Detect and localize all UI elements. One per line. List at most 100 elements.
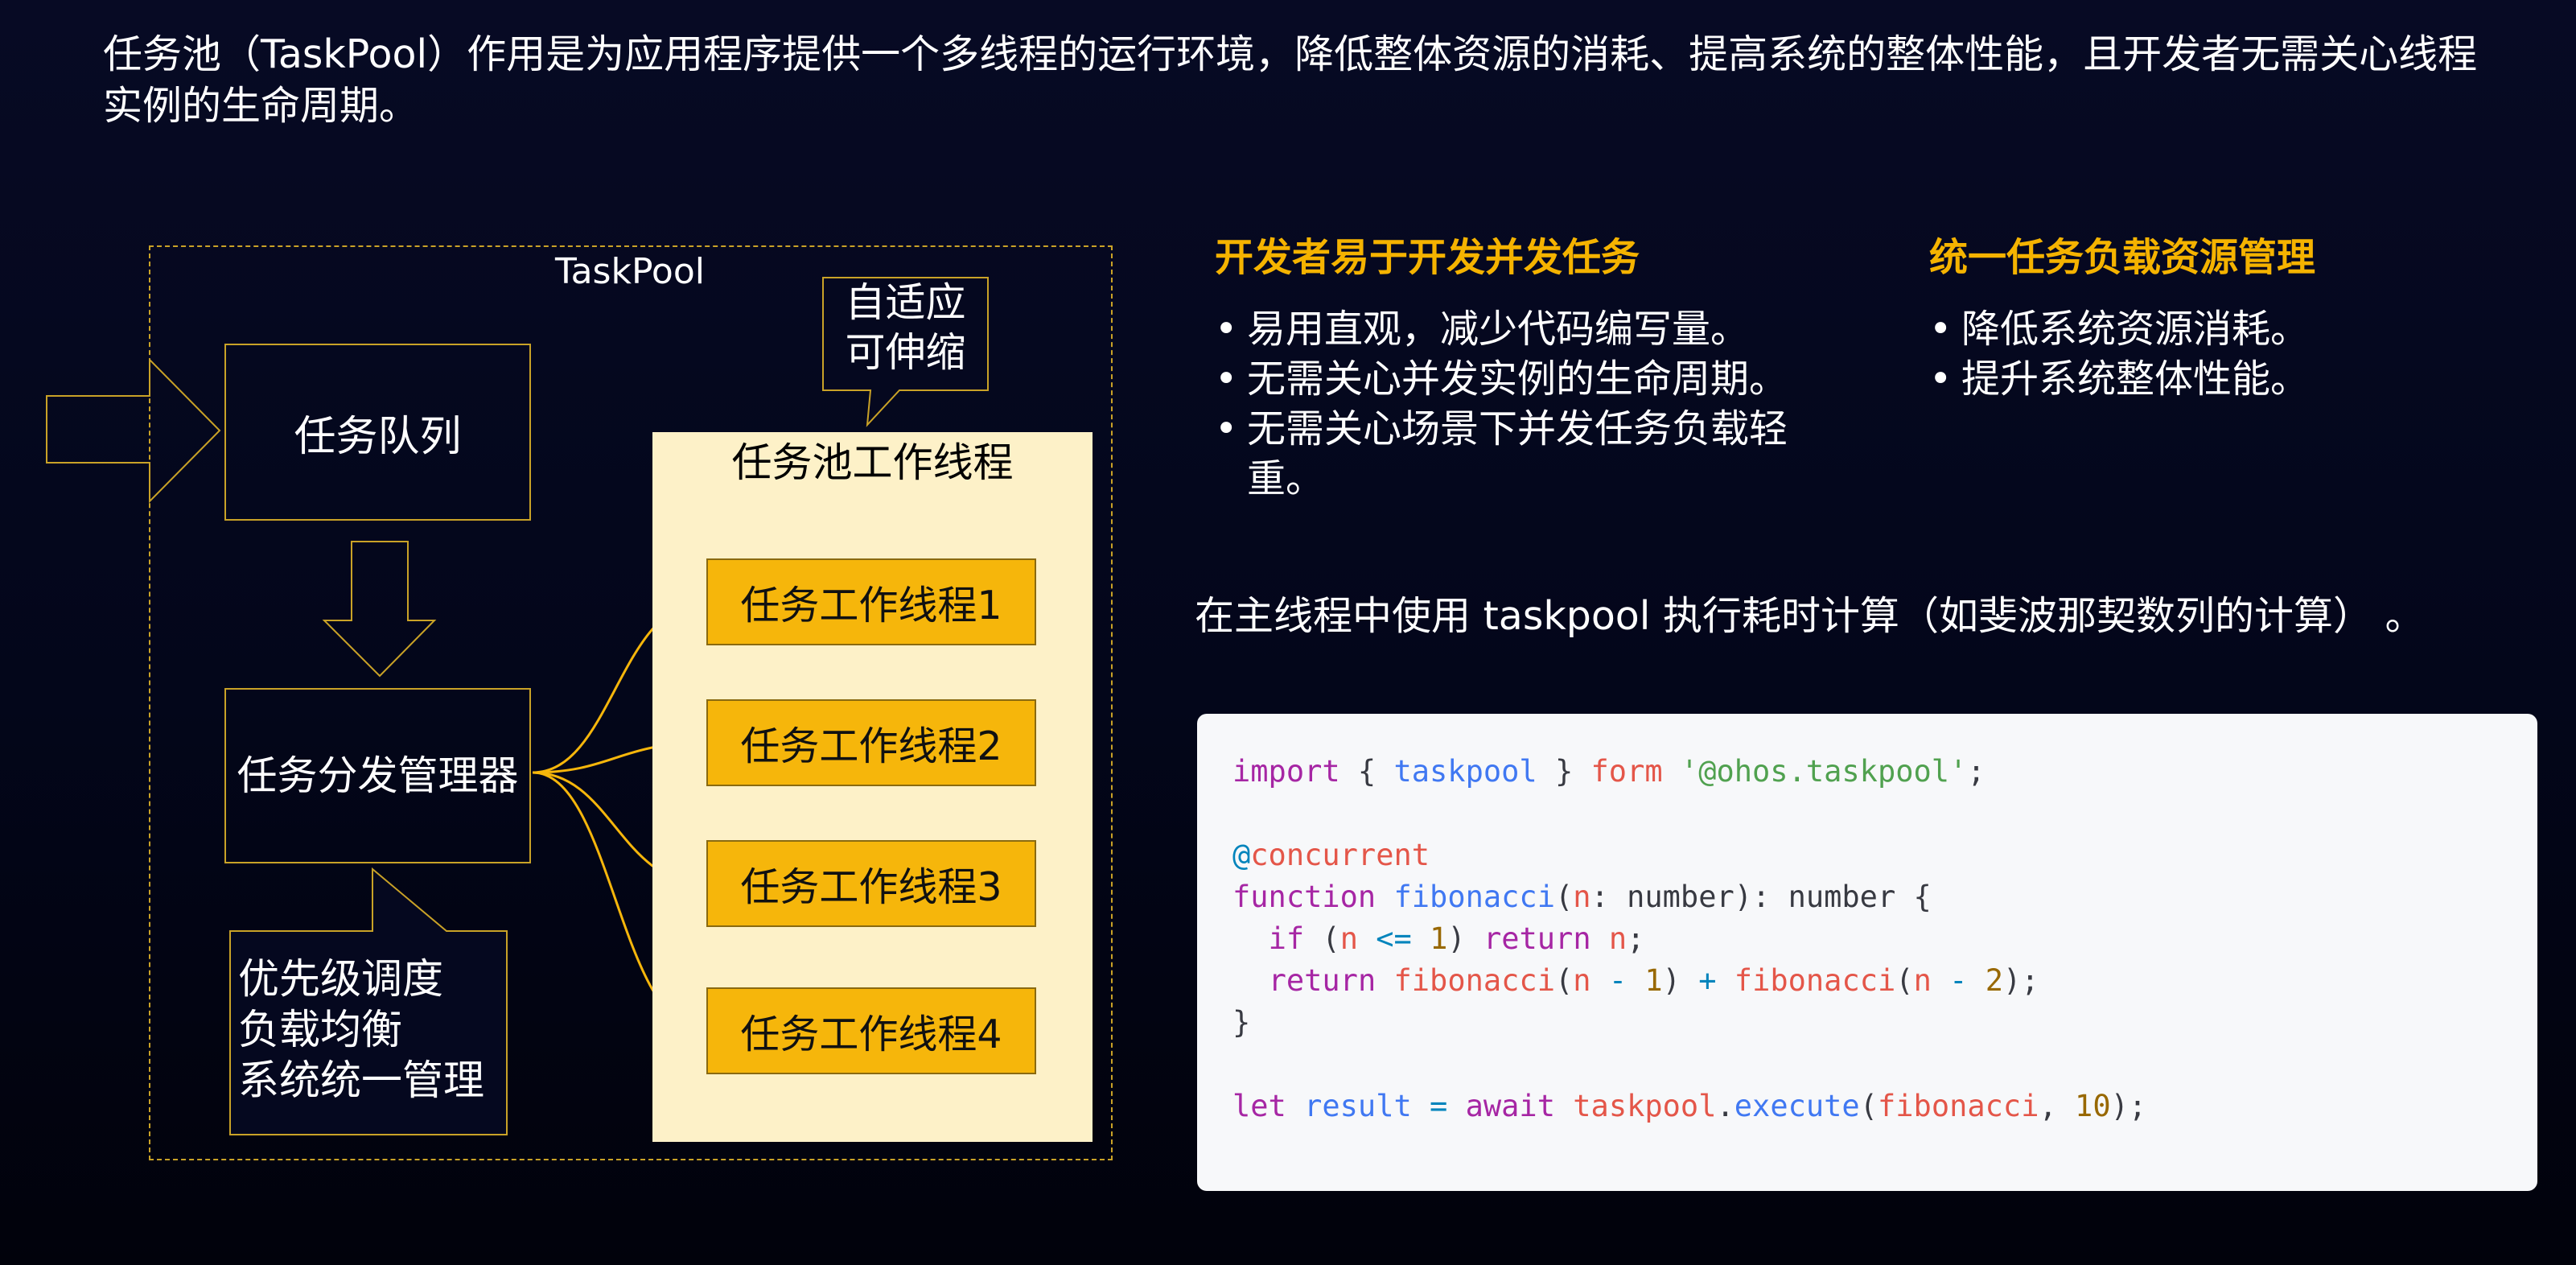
code-token [1412,1089,1430,1123]
taskpool-label: TaskPool [555,251,705,292]
code-token: execute [1734,1089,1860,1123]
code-token: n [1573,963,1591,998]
code-token [1591,963,1609,998]
code-token [1447,1089,1465,1123]
code-token: taskpool [1573,1089,1717,1123]
code-token: result [1304,1089,1412,1123]
code-token: ( [1304,921,1340,956]
code-token [1358,921,1376,956]
code-token: ; [1967,754,1985,789]
worker-pool-title: 任务池工作线程 [731,439,1014,486]
code-token: n [1339,921,1358,956]
code-token [1232,963,1269,998]
code-token: . [1716,1089,1734,1123]
feature-block-dev: 开发者易于开发并发任务 易用直观，减少代码编写量。 无需关心并发实例的生命周期。… [1215,225,1842,504]
code-token: await [1465,1089,1555,1123]
code-token: n [1913,963,1932,998]
code-token: taskpool [1393,754,1537,789]
adaptive-callout-text: 自适应 可伸缩 [823,278,988,377]
code-token: ( [1554,880,1574,914]
code-token: } [1537,754,1591,789]
code-token: ) [1662,963,1699,998]
code-token [1232,921,1269,956]
feature-item: 无需关心并发实例的生命周期。 [1215,354,1842,404]
code-token [1591,921,1609,956]
task-queue-box: 任务队列 [224,344,531,521]
code-token [1663,754,1681,789]
code-token: - [1949,963,1968,998]
feature-title-resource: 统一任务负载资源管理 [1929,235,2316,280]
code-token: : number): number { [1590,880,1932,914]
code-token: { [1339,754,1394,789]
priority-line-3: 系统统一管理 [238,1057,485,1105]
code-token: + [1698,963,1717,998]
taskpool-frame [149,245,1113,1160]
code-token: concurrent [1250,838,1430,872]
feature-item: 提升系统整体性能。 [1929,354,2492,404]
task-dispatcher-box: 任务分发管理器 [224,688,531,863]
adaptive-callout [822,277,989,427]
code-token: let [1232,1089,1286,1123]
code-token [1376,963,1393,998]
code-token [1376,880,1393,914]
code-token: ); [2002,963,2039,998]
code-token: ) [1447,921,1483,956]
worker-thread-3: 任务工作线程3 [706,840,1036,927]
code-token [1627,963,1644,998]
code-token: = [1430,1089,1448,1123]
code-token: return [1268,963,1376,998]
code-token: - [1608,963,1627,998]
code-token: } [1232,1005,1251,1040]
code-block: import { taskpool } form '@ohos.taskpool… [1197,714,2537,1191]
code-token: fibonacci [1393,963,1555,998]
code-token: fibonacci [1393,880,1555,914]
code-intro-text: 在主线程中使用 taskpool 执行耗时计算（如斐波那契数列的计算） 。 [1195,593,2425,639]
feature-title-dev: 开发者易于开发并发任务 [1215,235,1640,280]
adaptive-line-1: 自适应 [845,279,966,326]
code-token: ; [1627,921,1645,956]
code-token [1932,963,1949,998]
code-token: fibonacci [1878,1089,2039,1123]
code-token [1555,1089,1573,1123]
code-token: 1 [1430,921,1448,956]
priority-line-2: 负载均衡 [238,1007,403,1054]
code-token: '@ohos.taskpool' [1680,754,1968,789]
code-token: n [1608,921,1627,956]
code-token [1412,921,1430,956]
code-token: , [2039,1089,2076,1123]
feature-item: 降低系统资源消耗。 [1929,304,2492,354]
code-token [1717,963,1734,998]
worker-thread-2: 任务工作线程2 [706,699,1036,786]
worker-thread-4: 任务工作线程4 [706,987,1036,1074]
code-token: @ [1232,838,1251,872]
code-token: form [1590,754,1663,789]
code-token: ( [1859,1089,1878,1123]
code-token [1286,1089,1304,1123]
code-token: 1 [1644,963,1663,998]
code-token: <= [1376,921,1412,956]
code-token: import [1232,754,1340,789]
priority-callout [229,867,508,1135]
priority-line-1: 优先级调度 [238,956,444,1003]
code-token: ); [2110,1089,2147,1123]
code-token: if [1268,921,1305,956]
adaptive-line-2: 可伸缩 [845,329,966,376]
code-token: function [1232,880,1376,914]
code-token: fibonacci [1734,963,1896,998]
feature-list-resource: 降低系统资源消耗。 提升系统整体性能。 [1929,304,2492,404]
feature-item: 易用直观，减少代码编写量。 [1215,304,1842,354]
code-token: 2 [1985,963,2003,998]
code-content: import { taskpool } form '@ohos.taskpool… [1232,751,2146,1127]
priority-callout-text: 优先级调度 负载均衡 系统统一管理 [238,954,484,1106]
feature-item: 无需关心场景下并发任务负载轻重。 [1215,404,1842,504]
intro-text: 任务池（TaskPool）作用是为应用程序提供一个多线程的运行环境，降低整体资源… [103,31,2478,129]
code-token: n [1573,880,1591,914]
code-token: 10 [2075,1089,2111,1123]
worker-thread-1: 任务工作线程1 [706,558,1036,645]
code-token: ( [1895,963,1914,998]
queue-to-dispatch-arrow [322,541,437,678]
code-token: ( [1554,963,1574,998]
feature-block-resource: 统一任务负载资源管理 降低系统资源消耗。 提升系统整体性能。 [1929,225,2492,404]
feature-list-dev: 易用直观，减少代码编写量。 无需关心并发实例的生命周期。 无需关心场景下并发任务… [1215,304,1842,504]
